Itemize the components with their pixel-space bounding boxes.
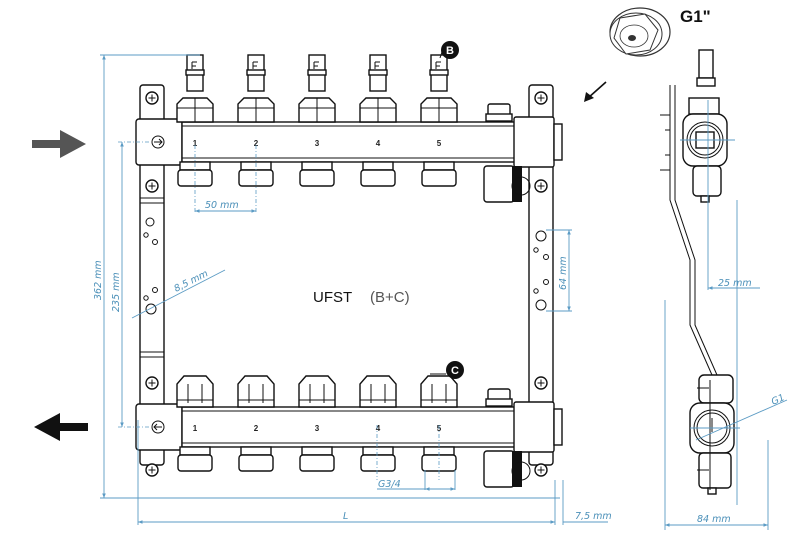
supply-outlet bbox=[421, 161, 457, 187]
return-flow-arrow bbox=[34, 413, 88, 441]
badge-return-cap: C bbox=[430, 361, 464, 379]
screw-icon bbox=[145, 376, 159, 390]
dim-end-offset: 7,5 mm bbox=[575, 511, 612, 522]
screw-icon bbox=[145, 463, 159, 477]
return-cap bbox=[176, 375, 214, 408]
return-outlet bbox=[238, 446, 274, 472]
flow-in-symbol-icon bbox=[151, 135, 165, 149]
return-outlet bbox=[360, 446, 396, 472]
mount-hole bbox=[145, 303, 157, 315]
supply-port-number: 4 bbox=[376, 139, 381, 148]
return-caps bbox=[176, 375, 458, 408]
dim-bracket-hole-spacing: 64 mm bbox=[558, 256, 569, 290]
left-mounting-bracket bbox=[139, 84, 165, 466]
supply-valve bbox=[359, 54, 397, 123]
screws bbox=[145, 91, 548, 477]
supply-manifold-bar bbox=[135, 116, 563, 168]
screw-icon bbox=[145, 91, 159, 105]
return-port-number: 2 bbox=[254, 424, 259, 433]
dim-port-pitch: 50 mm bbox=[205, 200, 239, 211]
return-manifold-bar bbox=[135, 401, 563, 453]
return-port-number: 1 bbox=[193, 424, 198, 433]
supply-flow-arrow bbox=[32, 130, 86, 158]
supply-valve bbox=[176, 54, 214, 123]
return-port-number: 4 bbox=[376, 424, 381, 433]
supply-valve bbox=[237, 54, 275, 123]
g1-connector-illustration bbox=[609, 7, 671, 57]
screw-icon bbox=[534, 179, 548, 193]
svg-text:C: C bbox=[451, 365, 459, 377]
supply-port-number: 3 bbox=[315, 139, 320, 148]
model-name: UFST bbox=[313, 289, 352, 306]
connector-thread-label: G1" bbox=[680, 7, 711, 26]
svg-text:B: B bbox=[446, 45, 454, 57]
screw-icon bbox=[534, 463, 548, 477]
screw-icon bbox=[145, 179, 159, 193]
return-outlet bbox=[299, 446, 335, 472]
supply-port-numbers: 1 2 3 4 5 bbox=[193, 139, 442, 148]
supply-valves bbox=[176, 54, 458, 123]
return-outlets bbox=[177, 446, 457, 472]
supply-valve bbox=[420, 54, 458, 123]
flow-out-symbol-icon bbox=[151, 420, 165, 434]
return-port-number: 3 bbox=[315, 424, 320, 433]
dim-bar-spacing: 235 mm bbox=[111, 272, 122, 312]
screw-icon bbox=[534, 91, 548, 105]
dim-mount-hole: 8,5 mm bbox=[172, 268, 210, 294]
return-cap bbox=[420, 375, 458, 408]
return-end-fittings bbox=[483, 388, 531, 488]
connector-pointer-arrow bbox=[584, 81, 607, 102]
supply-outlets bbox=[177, 161, 457, 187]
supply-outlet bbox=[360, 161, 396, 187]
dimension-lines bbox=[100, 54, 788, 530]
dim-side-thread: G1 bbox=[770, 392, 787, 408]
badge-supply-valve: B bbox=[439, 41, 459, 59]
supply-end-fittings bbox=[483, 103, 531, 203]
return-outlet bbox=[177, 446, 213, 472]
side-view bbox=[660, 49, 735, 495]
return-cap bbox=[359, 375, 397, 408]
supply-outlet bbox=[299, 161, 335, 187]
supply-valve bbox=[298, 54, 336, 123]
dim-total-height: 362 mm bbox=[93, 260, 104, 300]
screw-icon bbox=[534, 376, 548, 390]
dim-depth: 84 mm bbox=[697, 514, 731, 525]
model-variant: (B+C) bbox=[370, 289, 410, 306]
supply-port-number: 2 bbox=[254, 139, 259, 148]
return-cap bbox=[237, 375, 275, 408]
dim-length: L bbox=[343, 511, 348, 522]
dim-side-offset: 25 mm bbox=[718, 278, 752, 289]
supply-port-number: 1 bbox=[193, 139, 198, 148]
return-cap bbox=[298, 375, 336, 408]
supply-port-number: 5 bbox=[437, 139, 442, 148]
dim-port-thread: G3/4 bbox=[378, 479, 401, 490]
